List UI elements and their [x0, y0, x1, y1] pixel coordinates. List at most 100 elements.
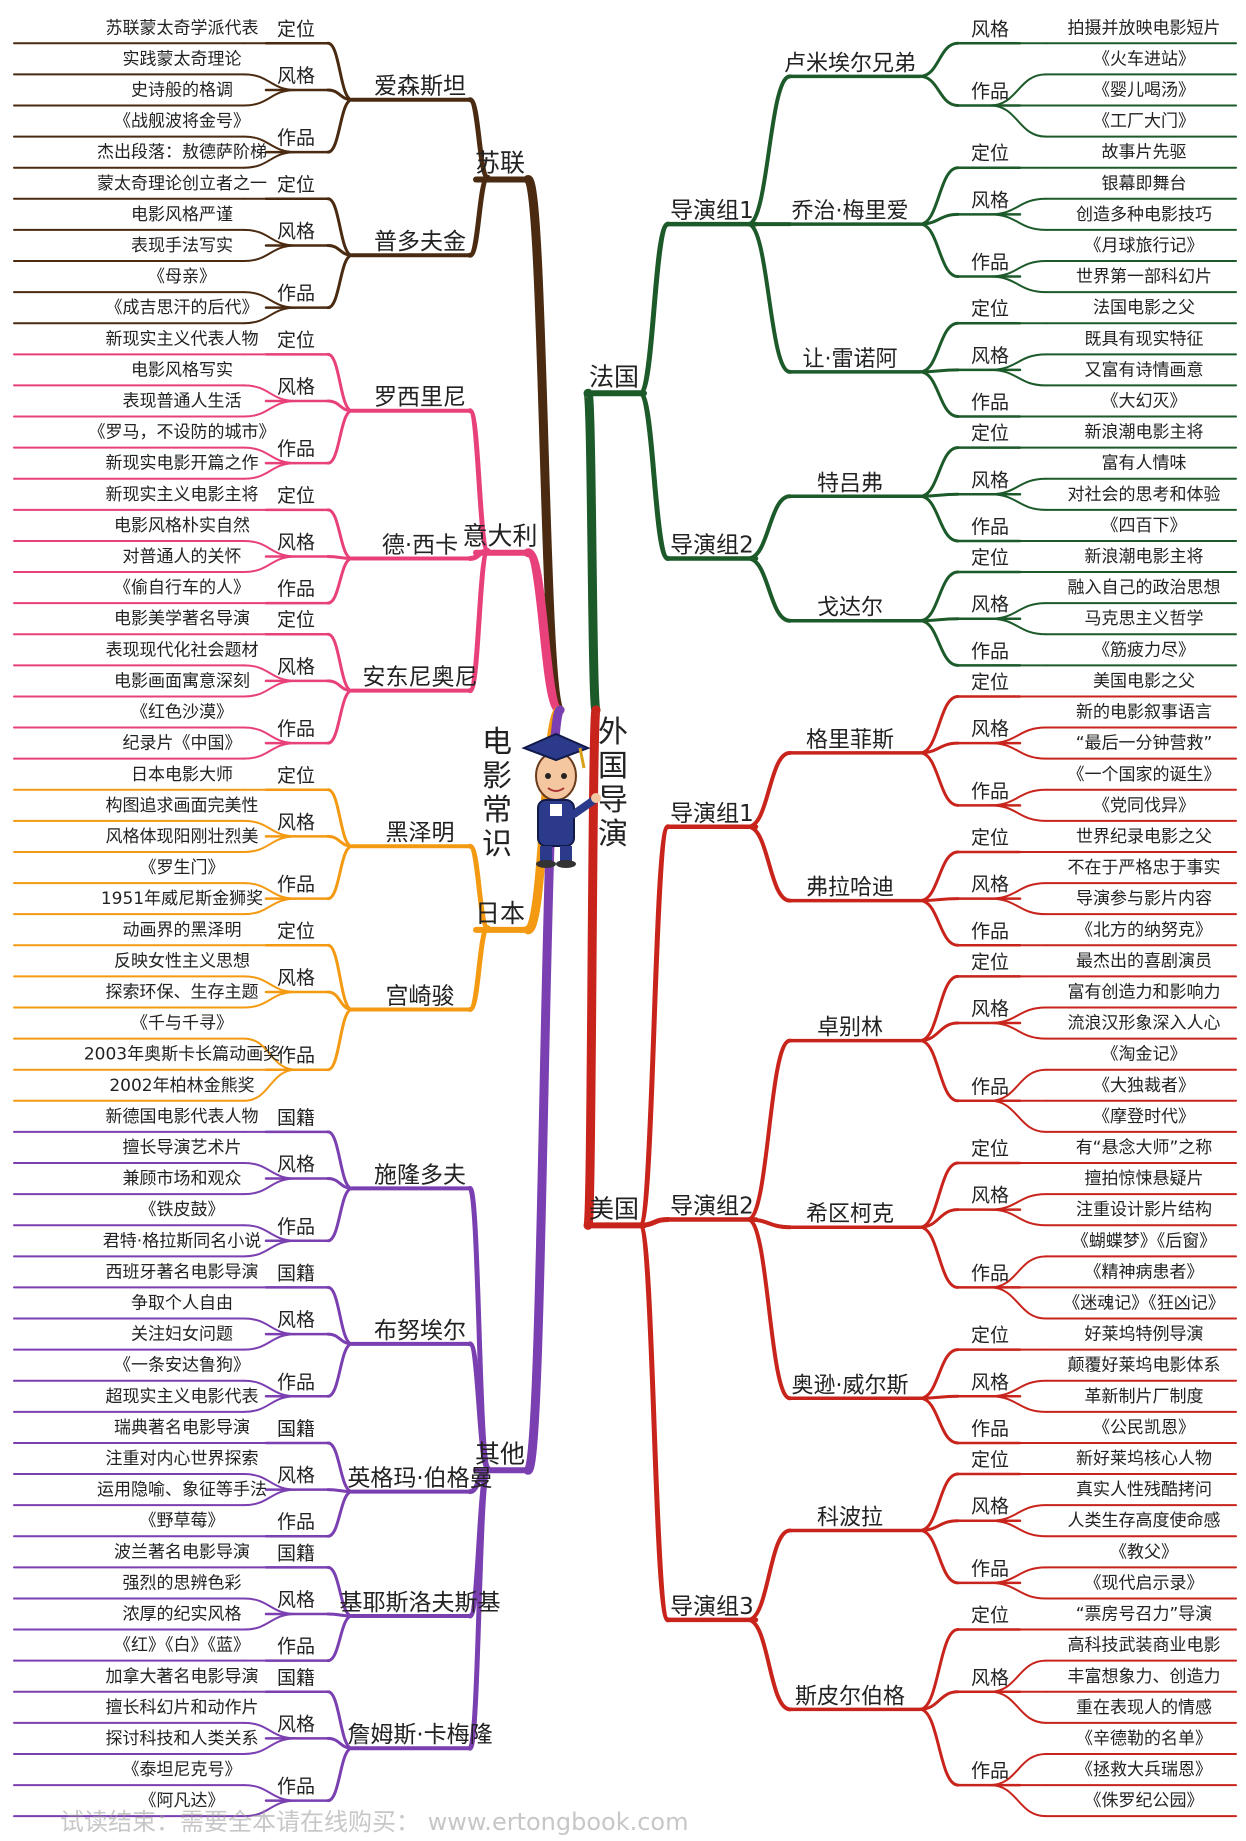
attribute-label: 国籍 — [277, 1107, 315, 1129]
branch-line — [746, 1528, 792, 1622]
attribute-label: 定位 — [277, 485, 315, 507]
leaf-item: 浓厚的纪实风格 — [123, 1605, 242, 1625]
branch-line — [637, 1222, 671, 1623]
attribute-label: 风格 — [971, 874, 1009, 896]
leaf-item: 擅拍惊悚悬疑片 — [1085, 1169, 1204, 1189]
leaf-item: “最后一分钟营救” — [1076, 734, 1213, 754]
attribute-label: 风格 — [971, 345, 1009, 367]
branch-line — [918, 74, 960, 107]
attribute-label: 风格 — [971, 189, 1009, 211]
attribute-label: 作品 — [277, 1371, 315, 1393]
leaf-item: 《蝴蝶梦》《后窗》 — [1072, 1231, 1217, 1251]
leaf-item: 颠覆好莱坞电影体系 — [1068, 1356, 1221, 1376]
branch-line — [918, 1225, 960, 1289]
director-name: 德·西卡 — [382, 532, 458, 558]
attribute-label: 作品 — [971, 1558, 1009, 1580]
leaf-item: 《泰坦尼克号》 — [123, 1760, 242, 1780]
leaf-item: 《党同伐异》 — [1093, 796, 1195, 816]
director-name: 詹姆斯·卡梅隆 — [347, 1722, 492, 1748]
leaf-item: 擅长科幻片和动作片 — [106, 1698, 259, 1718]
leaf-item: 构图追求画面完美性 — [106, 796, 259, 816]
director-name: 希区柯克 — [806, 1202, 894, 1227]
attribute-label: 作品 — [971, 80, 1009, 102]
leaf-item: 电影风格朴实自然 — [114, 516, 250, 536]
director-name: 普多夫金 — [374, 229, 466, 255]
leaf-item: 电影画面寓意深刻 — [114, 671, 250, 691]
attribute-label: 风格 — [277, 531, 315, 553]
branch-line — [326, 679, 354, 693]
attribute-label: 风格 — [277, 1589, 315, 1611]
leaf-item: 纪录片《中国》 — [123, 734, 242, 754]
leaf-item: 法国电影之父 — [1093, 298, 1195, 318]
leaf-item: 丰富想象力、创造力 — [1068, 1667, 1221, 1687]
leaf-item: 新德国电影代表人物 — [106, 1107, 259, 1127]
branch-line — [243, 679, 297, 698]
branch-line — [326, 1490, 354, 1538]
mascot-figure — [521, 732, 601, 868]
branch-line — [918, 741, 960, 755]
leaf-item: 兼顾市场和观众 — [123, 1169, 242, 1189]
branch-line — [989, 897, 1047, 916]
attribute-label: 风格 — [277, 1465, 315, 1487]
leaf-item: 君特·格拉斯同名小说 — [103, 1231, 261, 1251]
leaf-item: 注重对内心世界探索 — [106, 1449, 259, 1469]
attribute-label: 作品 — [277, 718, 315, 740]
leaf-item: 高科技武装商业电影 — [1068, 1636, 1221, 1656]
leaf-item: 《筋疲力尽》 — [1093, 640, 1195, 660]
branch-line — [918, 1161, 960, 1229]
leaf-item: 《现代启示录》 — [1085, 1573, 1204, 1593]
leaf-item: 《偷自行车的人》 — [114, 578, 250, 598]
attribute-label: 作品 — [971, 1076, 1009, 1098]
leaf-item: 富有创造力和影响力 — [1068, 982, 1221, 1002]
director-name: 宫崎骏 — [386, 983, 455, 1009]
leaf-item: 世界纪录电影之父 — [1076, 827, 1212, 847]
branch-line — [583, 388, 601, 715]
leaf-item: 有“悬念大师”之称 — [1076, 1137, 1213, 1158]
leaf-item: 《婴儿喝汤》 — [1093, 80, 1195, 100]
branch-line — [989, 1208, 1047, 1227]
branch-line — [989, 1690, 1047, 1724]
attribute-label: 作品 — [971, 1262, 1009, 1284]
leaf-item: 《北方的纳努克》 — [1076, 920, 1212, 940]
leaf-item: 对普通人的关怀 — [123, 547, 242, 567]
leaf-item: 《战舰波将金号》 — [114, 112, 250, 132]
attribute-label: 作品 — [971, 392, 1009, 414]
attribute-label: 作品 — [971, 1760, 1009, 1782]
leaf-item: 新现实主义电影主将 — [106, 485, 259, 505]
leaf-item: 《工厂大门》 — [1093, 112, 1195, 132]
director-name: 特吕弗 — [817, 471, 883, 496]
leaf-item: 美国电影之父 — [1093, 671, 1195, 691]
attribute-label: 风格 — [971, 1371, 1009, 1393]
leaf-item: 《阿凡达》 — [140, 1791, 225, 1811]
leaf-item: 又富有诗情画意 — [1085, 360, 1204, 380]
branch-line — [583, 705, 601, 1230]
branch-line — [326, 1177, 354, 1190]
branch-line — [326, 1746, 354, 1803]
country-name: 其他 — [475, 1439, 525, 1468]
leaf-item: 关注妇女问题 — [131, 1325, 233, 1345]
director-group-name: 导演组3 — [670, 1594, 754, 1620]
country-name: 苏联 — [475, 148, 525, 177]
attribute-label: 国籍 — [277, 1542, 315, 1564]
director-group-name: 导演组2 — [670, 1193, 754, 1219]
branch-line — [989, 1286, 1047, 1320]
attribute-label: 作品 — [277, 1636, 315, 1658]
branch-line — [637, 390, 671, 561]
leaf-item: 《铁皮鼓》 — [140, 1200, 225, 1220]
branch-line — [918, 41, 960, 78]
leaf-item: 实践蒙太奇理论 — [123, 49, 242, 69]
attribute-label: 定位 — [277, 329, 315, 351]
leaf-item: 史诗般的格调 — [131, 80, 233, 100]
attribute-label: 作品 — [277, 578, 315, 600]
leaf-item: 反映女性主义思想 — [114, 951, 250, 971]
leaf-item: 风格体现阳刚壮烈美 — [106, 827, 259, 847]
leaf-item: 2002年柏林金熊奖 — [109, 1076, 254, 1096]
attribute-label: 定位 — [277, 765, 315, 787]
branch-line — [989, 1022, 1047, 1040]
watermark-text: 试读结束：需要全本请在线购买： www.ertongbook.com — [60, 1808, 689, 1836]
director-name: 卓别林 — [817, 1016, 883, 1041]
attribute-label: 定位 — [971, 423, 1009, 445]
branch-line — [243, 1177, 297, 1196]
attribute-label: 国籍 — [277, 1667, 315, 1689]
attribute-label: 作品 — [971, 516, 1009, 538]
